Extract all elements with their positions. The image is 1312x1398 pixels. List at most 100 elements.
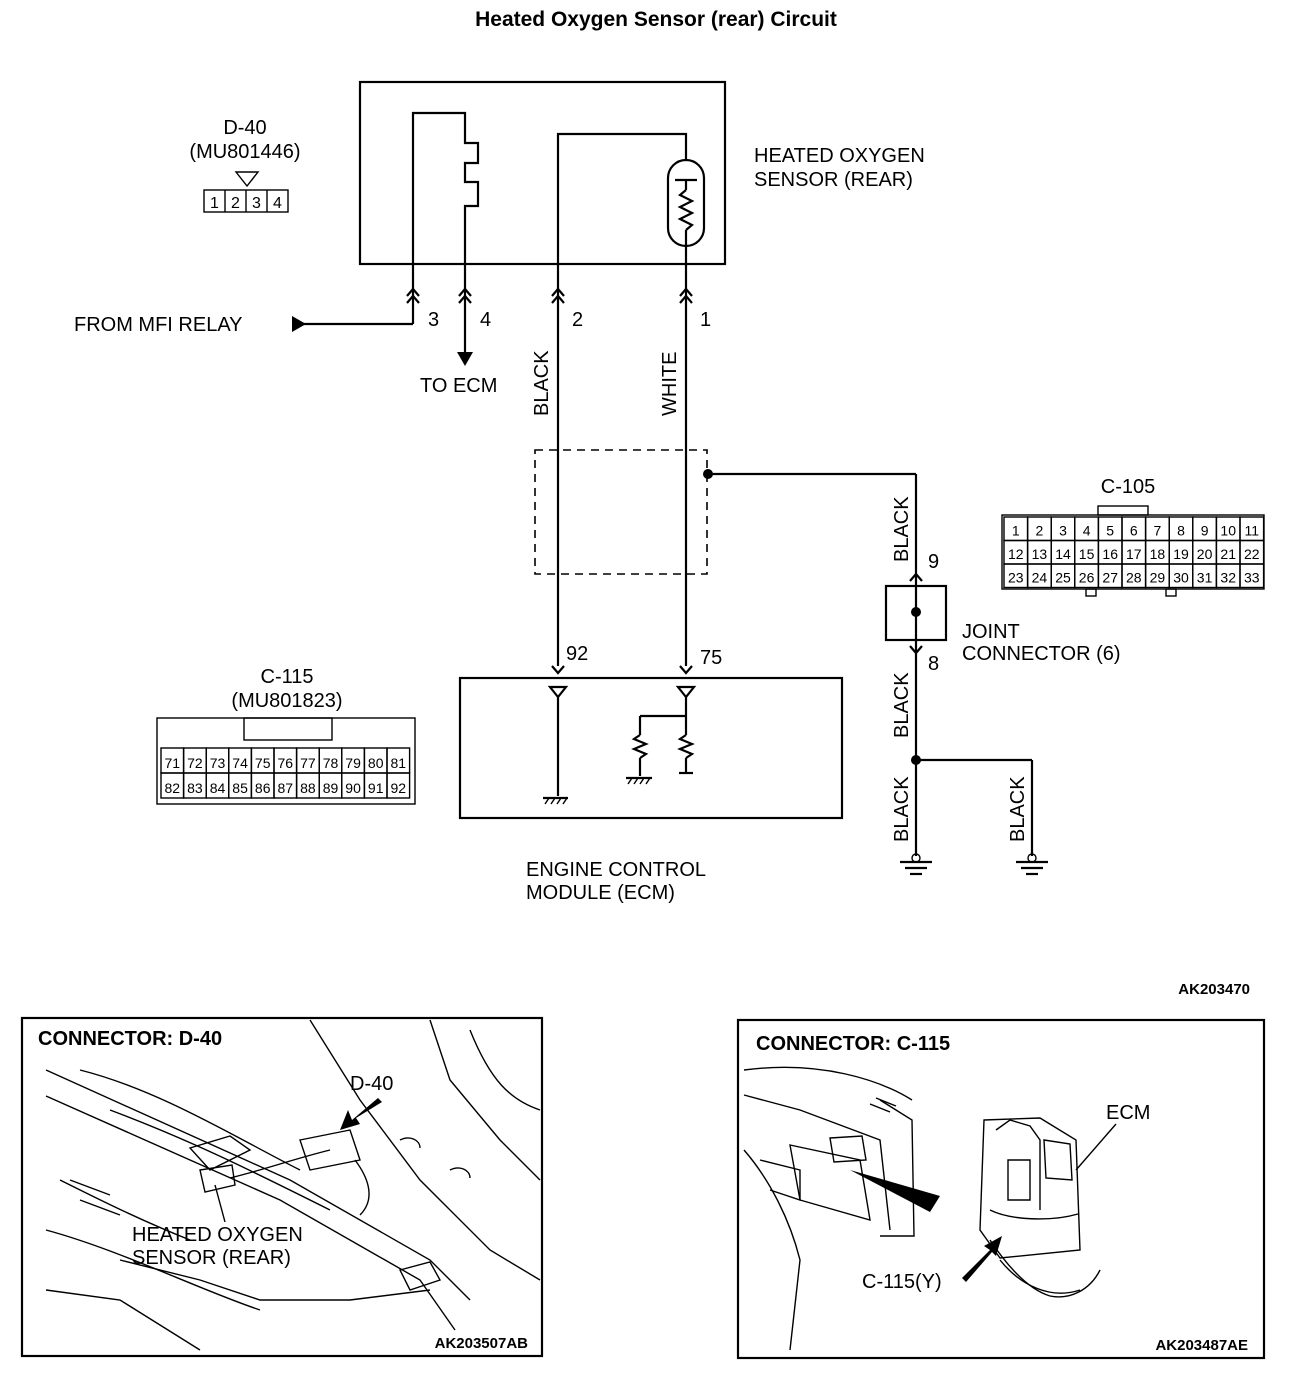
joint-connector-label-1: JOINT	[962, 621, 1020, 643]
pin-number: 24	[1032, 570, 1048, 586]
pin-number: 85	[232, 780, 248, 796]
connector-arrow-icon	[679, 287, 693, 304]
pin-number: 9	[1201, 523, 1209, 539]
ground-icon	[900, 853, 932, 876]
pin-number: 89	[323, 780, 339, 796]
c105-id: C-105	[1101, 476, 1155, 498]
d40-callout: D-40	[350, 1073, 393, 1095]
sensor-signal-wire	[556, 132, 688, 264]
connector-arrow-icon	[551, 287, 565, 304]
pin-number: 21	[1220, 546, 1236, 562]
pin-number: 11	[1245, 523, 1260, 539]
arrow-head-icon	[292, 316, 306, 332]
pin-number: 7	[1154, 523, 1162, 539]
panel-code: AK203507AB	[435, 1335, 529, 1352]
terminal-icon	[547, 685, 569, 699]
d40-part: (MU801446)	[189, 141, 300, 163]
diagram-title: Heated Oxygen Sensor (rear) Circuit	[475, 8, 837, 31]
connector-arrow-icon	[679, 665, 693, 675]
pin-number: 82	[165, 780, 181, 796]
pin-number: 16	[1102, 546, 1118, 562]
pin-2-label: 2	[572, 309, 583, 331]
resistor-icon	[677, 734, 695, 759]
pin-8-label: 8	[928, 653, 939, 675]
ecm-box	[458, 676, 844, 820]
pin-number: 88	[300, 780, 316, 796]
sensor-resistor-icon	[677, 189, 695, 231]
wire-shield	[534, 449, 708, 575]
pin-92-label: 92	[566, 643, 588, 665]
pin-number: 22	[1244, 546, 1260, 562]
pin-number: 8	[1177, 523, 1185, 539]
d40-key-icon	[234, 171, 260, 188]
wire-color-black: BLACK	[1007, 776, 1029, 842]
pin-number: 31	[1197, 570, 1213, 586]
panel-sensor-label-2: SENSOR (REAR)	[132, 1247, 291, 1269]
pointer-arrow-icon	[962, 1236, 1002, 1282]
pin-number: 3	[1059, 523, 1067, 539]
pin-number: 74	[232, 755, 248, 771]
pin-number: 90	[345, 780, 361, 796]
d40-pin: 2	[231, 195, 240, 212]
vehicle-underbody-illustration	[45, 1019, 541, 1351]
d40-connector-legend: D-40 (MU801446) 1 2 3 4	[189, 117, 301, 213]
pin-number: 20	[1197, 546, 1213, 562]
pin-number: 6	[1130, 523, 1138, 539]
pin-number: 32	[1220, 570, 1236, 586]
pin-number: 29	[1150, 570, 1166, 586]
ecm-label-line2: MODULE (ECM)	[526, 882, 675, 904]
pin-number: 23	[1008, 570, 1024, 586]
pin-number: 78	[323, 755, 339, 771]
figure-code: AK203470	[1178, 981, 1250, 998]
connector-arrow-icon	[909, 572, 923, 582]
pin-number: 15	[1079, 546, 1095, 562]
connector-d40-panel: CONNECTOR: D-40 D-40 HEATED OXYGEN SENSO…	[20, 1016, 544, 1358]
pin-number: 27	[1102, 570, 1118, 586]
d40-pin: 3	[252, 195, 261, 212]
pin-number: 86	[255, 780, 271, 796]
pin-number: 81	[391, 755, 407, 771]
sensor-label-line1: HEATED OXYGEN	[754, 145, 925, 167]
connector-c115-panel: CONNECTOR: C-115 ECM C-115(Y) AK203487AE	[736, 1018, 1266, 1360]
sensor-label-line2: SENSOR (REAR)	[754, 169, 913, 191]
d40-id: D-40	[223, 117, 266, 139]
pin-75-label: 75	[700, 647, 722, 669]
pin-number: 72	[187, 755, 203, 771]
pin-number: 13	[1032, 546, 1048, 562]
pin-number: 73	[210, 755, 226, 771]
sensor-housing	[358, 80, 727, 266]
panel-title: CONNECTOR: C-115	[756, 1033, 950, 1055]
pin-number: 17	[1126, 546, 1142, 562]
pin-3-label: 3	[428, 309, 439, 331]
engine-control-module: ENGINE CONTROL MODULE (ECM)	[458, 676, 844, 904]
panel-frame	[20, 1016, 544, 1358]
pin-number: 77	[300, 755, 316, 771]
connector-arrow-icon	[406, 287, 420, 304]
c115-callout: C-115(Y)	[862, 1271, 942, 1293]
pin-number: 28	[1126, 570, 1142, 586]
pin-number: 4	[1083, 523, 1091, 539]
pin-number: 87	[278, 780, 294, 796]
ecm-callout: ECM	[1106, 1102, 1150, 1124]
pin-number: 19	[1173, 546, 1189, 562]
terminal-icon	[675, 685, 697, 699]
pin-number: 84	[210, 780, 226, 796]
arrow-down-icon	[457, 352, 473, 366]
pin-number: 92	[391, 780, 407, 796]
pin-number: 83	[187, 780, 203, 796]
pin-number: 18	[1150, 546, 1166, 562]
ground-icon	[1016, 853, 1048, 876]
pin-number: 26	[1079, 570, 1095, 586]
connector-arrow-icon	[909, 645, 923, 655]
c115-id: C-115	[261, 666, 314, 688]
pin-number: 79	[345, 755, 361, 771]
pin-number: 75	[255, 755, 271, 771]
pin-number: 2	[1036, 523, 1044, 539]
pin-number: 1	[1012, 523, 1020, 539]
d40-pin: 1	[210, 195, 219, 212]
pin-9-label: 9	[928, 551, 939, 573]
ecm-location-illustration	[743, 1066, 1101, 1351]
pin-number: 33	[1244, 570, 1260, 586]
